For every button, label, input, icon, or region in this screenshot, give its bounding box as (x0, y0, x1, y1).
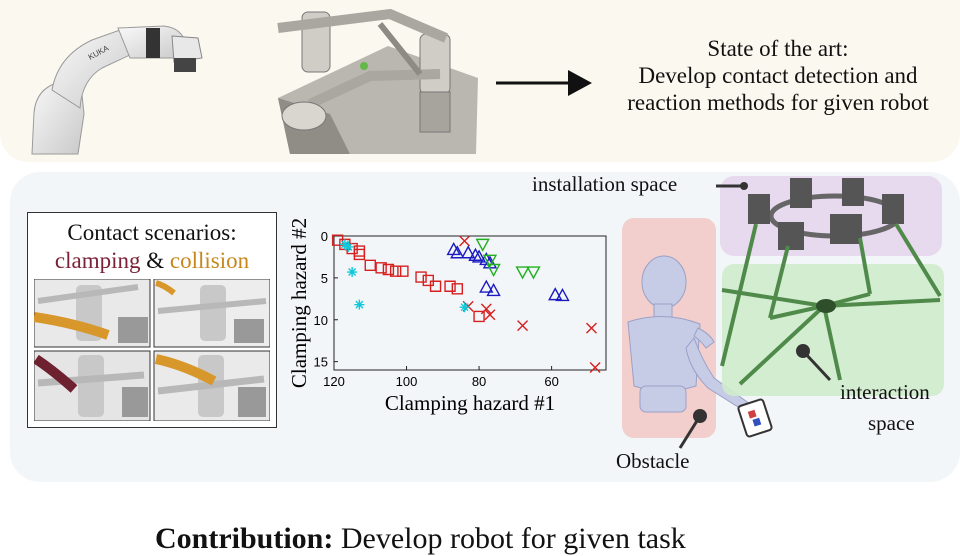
clamping-hazard-scatter-plot: 120 100 80 60 0 5 10 15 Clamping hazard #1 Clam… (287, 218, 607, 415)
y-tick-label: 15 (314, 355, 328, 370)
data-point-x (480, 303, 492, 315)
state-of-art-line-3: reaction methods for given robot (627, 90, 929, 115)
data-point-triangle-up (468, 247, 483, 261)
data-point-square (415, 271, 427, 283)
collision-label: collision (169, 248, 250, 273)
data-marks (331, 234, 601, 373)
y-axis-label: Clamping hazard #2 (287, 218, 311, 388)
industrial-robot-arm-icon: KUKA (31, 25, 203, 155)
parallel-robot-illustration (716, 176, 944, 396)
data-point-triangle-down (515, 266, 530, 280)
axis-ticks: 120 100 80 60 0 5 10 15 (314, 229, 559, 389)
contact-scenarios-title: Contact scenarios: clamping & collision (28, 219, 276, 275)
data-point-triangle-down (482, 254, 498, 268)
contribution-bold: Contribution: (155, 522, 334, 555)
data-point-square (429, 280, 442, 292)
plot-frame (333, 235, 607, 371)
data-point-triangle-up (450, 245, 465, 259)
data-point-triangle-up (486, 282, 501, 297)
tablet-icon (737, 398, 773, 438)
contact-scenarios-subtitle: clamping & collision (28, 247, 276, 275)
obstacle-pointer-line (678, 415, 702, 449)
data-point-square (346, 242, 358, 255)
data-point-triangle-up (479, 279, 494, 293)
parallel-robot-photo-icon (277, 8, 478, 154)
data-point-x (517, 320, 529, 332)
data-point-x (484, 309, 496, 321)
x-tick-label: 100 (396, 374, 418, 389)
state-of-art-text: State of the art: Develop contact detect… (598, 35, 958, 116)
data-point-square (353, 245, 366, 257)
interaction-space-label-line-2: space (868, 411, 915, 435)
data-point-x (589, 361, 601, 373)
obstacle-label: Obstacle (616, 449, 690, 473)
scenario-photo-2 (153, 279, 270, 348)
ampersand-label: & (146, 248, 165, 273)
y-tick-label: 5 (321, 271, 328, 286)
data-point-star (339, 239, 350, 250)
data-point-square (422, 274, 434, 287)
x-axis-label: Clamping hazard #1 (385, 391, 555, 415)
scenario-photo-1 (34, 279, 151, 348)
data-point-star (347, 267, 358, 278)
data-point-triangle-down (526, 266, 541, 280)
interaction-pointer-line (801, 349, 832, 382)
data-point-x (459, 235, 471, 247)
humanoid-icon (627, 255, 751, 413)
data-point-square (451, 283, 464, 295)
scenario-photo-3 (34, 350, 151, 421)
y-tick-label: 10 (314, 313, 328, 328)
robot-legs (720, 222, 942, 386)
data-point-square (339, 238, 351, 251)
scenario-photo-4 (153, 350, 270, 421)
clamping-label: clamping (54, 248, 141, 273)
data-point-triangle-up (471, 249, 487, 263)
data-point-square (382, 263, 395, 276)
data-point-square (473, 310, 485, 323)
state-of-art-line-2: Develop contact detection and (638, 63, 918, 88)
data-point-triangle-up (461, 245, 476, 259)
contact-scenarios-heading: Contact scenarios: (67, 220, 237, 245)
data-point-square (353, 248, 366, 261)
x-tick-label: 60 (544, 374, 558, 389)
data-point-triangle-down (486, 263, 501, 277)
installation-space-label: installation space (532, 172, 678, 196)
data-point-triangle-up (548, 287, 563, 301)
data-point-star (459, 302, 470, 313)
end-effector (816, 299, 836, 313)
installation-pointer-dot (740, 182, 748, 190)
obstacle-illustration (622, 218, 773, 449)
scenario-photo-grid (34, 279, 270, 421)
y-tick-label: 0 (321, 229, 328, 244)
x-tick-label: 80 (472, 374, 486, 389)
contribution-text: Contribution: Develop robot for given ta… (155, 522, 686, 556)
data-point-square (375, 262, 387, 274)
state-of-art-title: State of the art: (707, 36, 849, 61)
data-point-square (364, 259, 376, 272)
contact-scenarios-box: Contact scenarios: clamping & collision (27, 212, 277, 428)
data-point-triangle-down (475, 238, 490, 252)
interaction-space-zone (722, 264, 944, 396)
data-point-square (331, 234, 344, 246)
data-point-star (343, 241, 354, 252)
interaction-space-label-line-1: interaction (840, 380, 930, 404)
contribution-rest: Develop robot for given task (340, 522, 686, 555)
data-point-x (585, 322, 597, 334)
data-point-star (354, 299, 365, 310)
right-arrow-icon (496, 70, 592, 96)
robot-frame (748, 178, 904, 250)
data-point-triangle-up (555, 288, 570, 302)
data-point-square (397, 265, 409, 277)
x-tick-label: 120 (323, 374, 345, 389)
data-point-square (444, 280, 456, 292)
